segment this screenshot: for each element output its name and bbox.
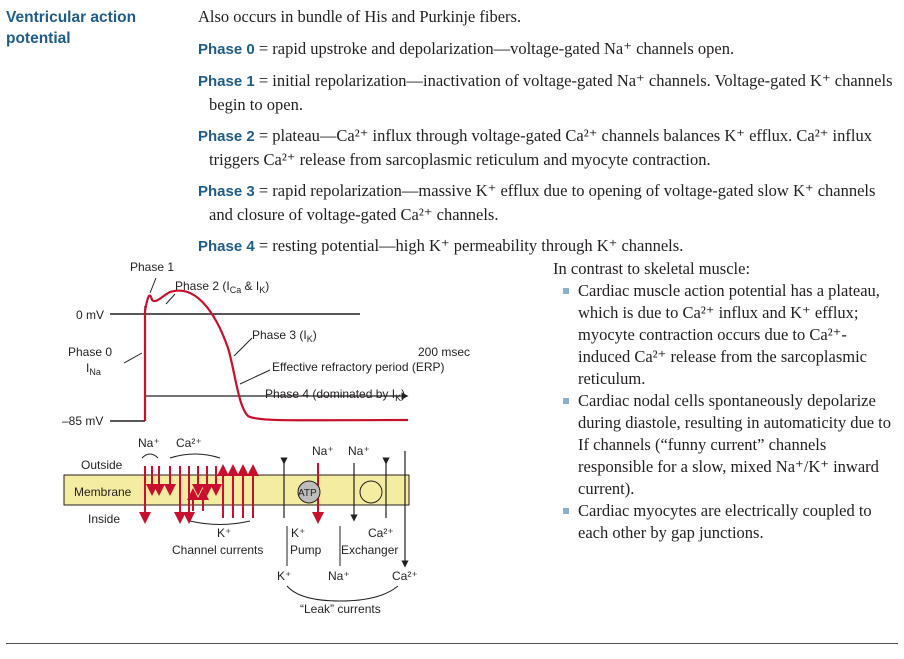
square-bullet-icon bbox=[563, 508, 569, 514]
na-brace bbox=[141, 453, 159, 459]
action-potential-curve bbox=[143, 289, 409, 422]
phase-2-text: = plateau—Ca²⁺ influx through voltage-ga… bbox=[209, 126, 872, 169]
phase-2-label: Phase 2 bbox=[198, 128, 255, 145]
comparison-bullet-2: Cardiac nodal cells spontaneously depola… bbox=[553, 390, 898, 500]
phase2-label: Phase 2 (ICa & IK) bbox=[175, 279, 269, 295]
comparison-bullet-2-text: Cardiac nodal cells spontaneously depola… bbox=[578, 391, 891, 498]
exchanger-circle bbox=[359, 480, 383, 504]
square-bullet-icon bbox=[563, 398, 569, 404]
channel-currents-label: Channel currents bbox=[172, 543, 263, 557]
na-channel-label: Na⁺ bbox=[138, 436, 160, 450]
leak-currents-label: “Leak” currents bbox=[300, 602, 381, 616]
phase-2-item: Phase 2 = plateau—Ca²⁺ influx through vo… bbox=[198, 125, 898, 171]
comparison-list: Cardiac muscle action potential has a pl… bbox=[553, 280, 898, 544]
ca-brace bbox=[169, 453, 221, 459]
k-brace bbox=[189, 520, 251, 525]
section-heading: Ventricular action potential bbox=[6, 7, 176, 49]
phase3-leader bbox=[233, 337, 253, 357]
phase-3-label: Phase 3 bbox=[198, 183, 255, 200]
inside-label: Inside bbox=[88, 512, 120, 526]
channel-arrows bbox=[139, 463, 324, 524]
exchanger-na-label: Na⁺ bbox=[348, 444, 370, 458]
exchanger-label: Exchanger bbox=[341, 543, 398, 557]
phase0-leader bbox=[123, 352, 143, 364]
minus85-label: –85 mV bbox=[62, 414, 103, 428]
erp-label: Effective refractory period (ERP) bbox=[272, 360, 445, 374]
atp-circle bbox=[297, 480, 321, 504]
leak-ca-label: Ca²⁺ bbox=[392, 569, 418, 583]
phase-1-item: Phase 1 = initial repolarization—inactiv… bbox=[198, 70, 898, 116]
action-potential-figure: Phase 1 Phase 2 (ICa & IK) 0 mV Phase 0 … bbox=[62, 260, 470, 616]
phase4-label: Phase 4 (dominated by IK) bbox=[265, 387, 405, 403]
outside-label: Outside bbox=[81, 458, 123, 472]
comparison-bullet-1: Cardiac muscle action potential has a pl… bbox=[553, 280, 898, 390]
heading-line-2: potential bbox=[6, 30, 71, 47]
erp-leader bbox=[239, 369, 271, 385]
comparison-bullet-3: Cardiac myocytes are electrically couple… bbox=[553, 500, 898, 544]
pump-k-label: K⁺ bbox=[291, 526, 305, 540]
leak-brace bbox=[286, 585, 399, 602]
comparison-bullet-3-text: Cardiac myocytes are electrically couple… bbox=[578, 501, 872, 542]
membrane-band bbox=[63, 474, 410, 506]
zero-mv-label: 0 mV bbox=[76, 308, 104, 322]
phase2-leader bbox=[165, 293, 176, 305]
leak-na-label: Na⁺ bbox=[328, 569, 350, 583]
bottom-divider bbox=[6, 643, 898, 644]
phase-0-text: = rapid upstroke and depolarization—volt… bbox=[254, 38, 735, 58]
ina-label: INa bbox=[86, 361, 101, 377]
heading-line-1: Ventricular action bbox=[6, 9, 137, 26]
skeletal-comparison: In contrast to skeletal muscle: Cardiac … bbox=[553, 258, 898, 544]
pump-label: Pump bbox=[290, 543, 322, 557]
phase1-label: Phase 1 bbox=[130, 260, 174, 274]
phase1-leader bbox=[149, 277, 157, 294]
phase-3-item: Phase 3 = rapid repolarization—massive K… bbox=[198, 180, 898, 226]
phase3-label: Phase 3 (IK) bbox=[252, 328, 317, 344]
comparison-bullet-1-text: Cardiac muscle action potential has a pl… bbox=[578, 281, 880, 388]
phase-4-label: Phase 4 bbox=[198, 238, 255, 255]
200-msec-label: 200 msec bbox=[418, 345, 470, 359]
exchanger-ca-label: Ca²⁺ bbox=[368, 526, 394, 540]
ca-channel-label: Ca²⁺ bbox=[176, 436, 202, 450]
phase-3-text: = rapid repolarization—massive K⁺ efflux… bbox=[209, 181, 876, 224]
phase0-label: Phase 0 bbox=[68, 345, 112, 359]
square-bullet-icon bbox=[563, 288, 569, 294]
phase-1-text: = initial repolarization—inactivation of… bbox=[209, 71, 893, 114]
phase-4-item: Phase 4 = resting potential—high K⁺ perm… bbox=[198, 235, 898, 259]
membrane-label: Membrane bbox=[74, 485, 132, 499]
phase-0-item: Phase 0 = rapid upstroke and depolarizat… bbox=[198, 38, 898, 62]
intro-text: Also occurs in bundle of His and Purkinj… bbox=[198, 7, 522, 26]
phase-description-list: Also occurs in bundle of His and Purkinj… bbox=[198, 6, 898, 268]
leak-k-label: K⁺ bbox=[277, 569, 291, 583]
k-channel-label: K⁺ bbox=[217, 526, 231, 540]
atp-label: ATP bbox=[298, 488, 317, 499]
comparison-intro: In contrast to skeletal muscle: bbox=[553, 259, 751, 278]
phase-4-text: = resting potential—high K⁺ permeability… bbox=[254, 236, 684, 255]
phase-0-label: Phase 0 bbox=[198, 40, 255, 58]
phase-1-label: Phase 1 bbox=[198, 73, 255, 90]
pump-na-label: Na⁺ bbox=[312, 444, 334, 458]
